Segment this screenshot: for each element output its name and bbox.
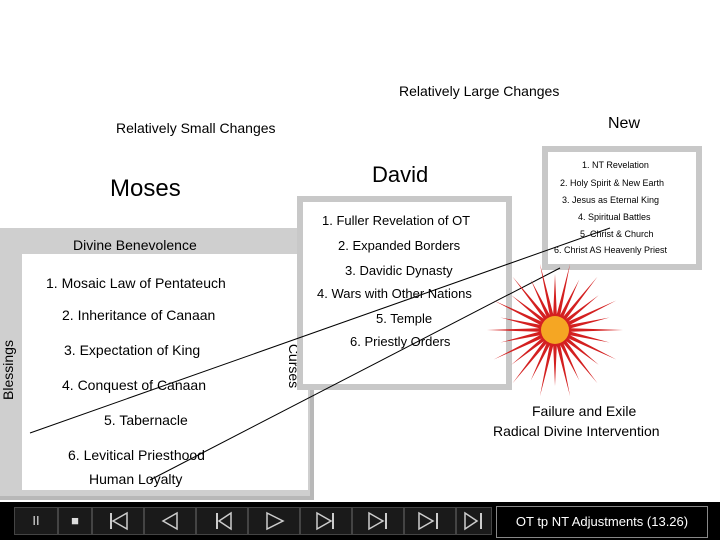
play-icon (266, 511, 285, 531)
david-item-4: 4. Wars with Other Nations (317, 286, 472, 301)
forward-button[interactable] (300, 507, 352, 535)
previous-icon (216, 511, 232, 531)
rewind-button[interactable] (144, 507, 196, 535)
exile-line-2: Radical Divine Intervention (493, 423, 660, 439)
skip-end-icon (418, 511, 438, 531)
skip-to-end-button[interactable] (404, 507, 456, 535)
slide-title: OT tp NT Adjustments (13.26) (496, 506, 708, 538)
moses-item-3: 3. Expectation of King (64, 342, 201, 358)
next-button[interactable] (352, 507, 404, 535)
failure-line (149, 267, 561, 481)
new-item-6: 6. Christ AS Heavenly Priest (554, 245, 668, 255)
moses-subtitle: Divine Benevolence (73, 237, 197, 253)
david-title: David (372, 162, 429, 187)
moses-item-2: 2. Inheritance of Canaan (62, 307, 216, 323)
moses-item-1: 1. Mosaic Law of Pentateuch (46, 275, 226, 291)
small-changes-label: Relatively Small Changes (116, 120, 276, 136)
starburst-icon (487, 263, 623, 397)
new-covenant-panel (542, 146, 702, 270)
skip-start-icon (110, 511, 128, 531)
previous-button[interactable] (196, 507, 248, 535)
moses-item-6: 6. Levitical Priesthood (68, 447, 205, 463)
stop-button[interactable]: ■ (58, 507, 92, 535)
rewind-icon (161, 511, 178, 531)
next-icon (368, 511, 387, 531)
moses-item-4: 4. Conquest of Canaan (62, 377, 206, 393)
last-slide-icon (464, 511, 482, 531)
new-item-4: 4. Spiritual Battles (578, 212, 651, 222)
large-changes-label: Relatively Large Changes (399, 83, 560, 99)
david-panel (297, 196, 512, 390)
new-item-2: 2. Holy Spirit & New Earth (560, 178, 665, 188)
moses-title: Moses (110, 175, 181, 202)
david-item-5: 5. Temple (376, 311, 433, 326)
play-button[interactable] (248, 507, 300, 535)
david-item-1: 1. Fuller Revelation of OT (322, 213, 471, 228)
moses-inner-panel (22, 254, 308, 490)
moses-item-5: 5. Tabernacle (104, 412, 188, 428)
david-item-3: 3. Davidic Dynasty (345, 263, 453, 278)
new-label: New (608, 115, 641, 132)
skip-to-start-button[interactable] (92, 507, 144, 535)
exile-line-1: Failure and Exile (532, 403, 637, 419)
david-item-2: 2. Expanded Borders (338, 238, 461, 253)
pause-button[interactable]: II (14, 507, 58, 535)
new-item-3: 3. Jesus as Eternal King (562, 195, 660, 205)
forward-icon (316, 511, 334, 531)
last-slide-button[interactable] (456, 507, 492, 535)
new-item-5: 5. Christ & Church (580, 229, 654, 239)
new-item-1: 1. NT Revelation (582, 160, 649, 170)
progression-line (29, 227, 611, 434)
